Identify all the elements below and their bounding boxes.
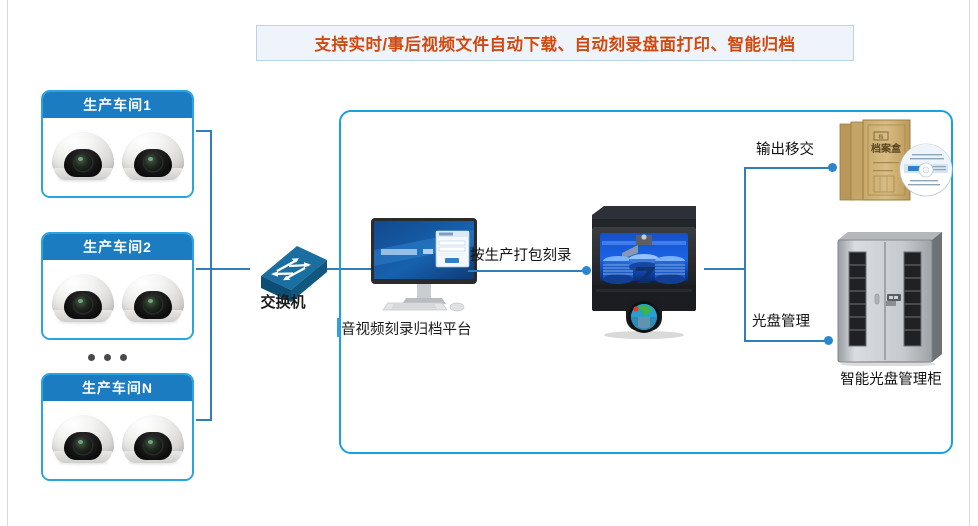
smart-disc-cabinet-icon bbox=[830, 228, 948, 367]
workshop-box-n[interactable]: 生产车间N bbox=[41, 373, 194, 481]
wire-switch-to-platform bbox=[312, 268, 417, 270]
wire-workshop2-stub bbox=[196, 268, 212, 270]
svg-text:档: 档 bbox=[878, 134, 883, 141]
handover-arrow-line bbox=[744, 167, 834, 169]
title-text: 支持实时/事后视频文件自动下载、自动刻录盘面打印、智能归档 bbox=[314, 36, 796, 54]
platform-label-accent-bar bbox=[337, 318, 340, 337]
dome-camera-icon bbox=[121, 274, 184, 324]
dome-camera-icon bbox=[121, 132, 184, 182]
dome-camera-icon bbox=[51, 415, 114, 465]
workshop-box-1[interactable]: 生产车间1 bbox=[41, 90, 194, 198]
switch-label: 交换机 bbox=[260, 294, 306, 311]
svg-text:档案盒: 档案盒 bbox=[870, 142, 902, 155]
disc-management-arrow-line bbox=[744, 340, 830, 342]
wire-branch-down bbox=[744, 268, 746, 342]
cabinet-label: 智能光盘管理柜 bbox=[840, 372, 942, 388]
archive-boxes-icon: 档 档案盒 bbox=[838, 118, 956, 206]
workshop-title-1: 生产车间1 bbox=[43, 92, 192, 118]
handover-label-group: 输出移交 bbox=[756, 138, 814, 159]
title-banner: 支持实时/事后视频文件自动下载、自动刻录盘面打印、智能归档 bbox=[256, 25, 854, 61]
network-switch-icon bbox=[237, 238, 329, 316]
disc-management-label: 光盘管理 bbox=[752, 314, 810, 330]
workstation-monitor-icon bbox=[365, 216, 483, 312]
workshop-camera-group-n bbox=[43, 401, 192, 479]
wire-workshop1-stub bbox=[196, 130, 212, 132]
workshop-box-2[interactable]: 生产车间2 bbox=[41, 232, 194, 340]
workshop-camera-group-2 bbox=[43, 260, 192, 338]
wire-branch-up bbox=[744, 168, 746, 270]
platform-boundary-box bbox=[339, 110, 953, 454]
dome-camera-icon bbox=[51, 132, 114, 182]
handover-label: 输出移交 bbox=[756, 142, 814, 158]
burn-flow-label-group: 按生产打包刻录 bbox=[470, 244, 572, 265]
handover-arrow-head bbox=[828, 163, 837, 172]
wire-bus-to-switch bbox=[210, 268, 250, 270]
burn-flow-label: 按生产打包刻录 bbox=[470, 248, 572, 264]
disc-publisher-robot-icon bbox=[588, 197, 700, 342]
page-frame-left-divider bbox=[7, 0, 8, 526]
platform-label: 音视频刻录归档平台 bbox=[341, 322, 472, 338]
workshop-ellipsis bbox=[88, 354, 127, 361]
wire-vertical-bus bbox=[210, 130, 212, 421]
dome-camera-icon bbox=[51, 274, 114, 324]
workshop-camera-group-1 bbox=[43, 118, 192, 196]
workshop-title-2: 生产车间2 bbox=[43, 234, 192, 260]
disc-management-arrow-head bbox=[824, 336, 833, 345]
page-frame-right-divider bbox=[969, 0, 970, 526]
burn-flow-arrow-head bbox=[582, 266, 591, 275]
wire-workshop3-stub bbox=[196, 419, 212, 421]
burn-flow-arrow-line bbox=[468, 270, 586, 272]
wire-robot-out bbox=[704, 268, 744, 270]
disc-management-label-group: 光盘管理 bbox=[752, 310, 810, 331]
dome-camera-icon bbox=[121, 415, 184, 465]
workshop-title-n: 生产车间N bbox=[43, 375, 192, 401]
